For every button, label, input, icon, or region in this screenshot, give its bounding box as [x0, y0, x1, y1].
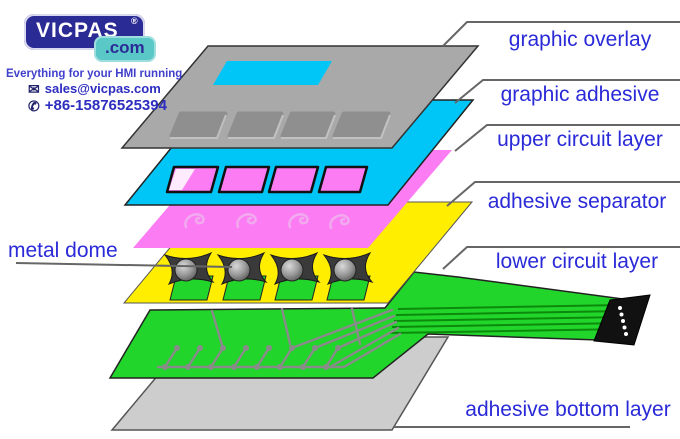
- brand-domain-suffix: .com: [94, 36, 156, 62]
- cutout-highlight: [169, 169, 195, 190]
- circuit-pads: [162, 345, 341, 370]
- leader-lines: [15, 21, 680, 428]
- leader-graphic-overlay: [442, 21, 680, 47]
- adhesive-key-cutouts: [165, 165, 369, 194]
- layer-lower-circuit: [108, 271, 651, 379]
- brand-logo: VICPAS ® .com: [24, 12, 181, 62]
- brand-block: VICPAS ® .com Everything for your HMI ru…: [6, 12, 183, 114]
- brand-logo-box: VICPAS ®: [24, 14, 145, 50]
- metal-dome-1: [163, 251, 215, 286]
- leader-adhesive-separator: [446, 181, 680, 207]
- brand-tagline: Everything for your HMI running: [6, 68, 183, 80]
- phone-circle-icon: ✆: [28, 97, 40, 114]
- connector-pins: [618, 306, 628, 336]
- layer-labels: graphic overlay graphic adhesive upper c…: [8, 28, 671, 421]
- label-lower-circuit-layer: lower circuit layer: [496, 250, 658, 273]
- leader-graphic-adhesive: [454, 79, 680, 104]
- label-adhesive-separator: adhesive separator: [488, 190, 667, 213]
- label-graphic-adhesive: graphic adhesive: [501, 83, 660, 106]
- layer-graphic-overlay: [120, 45, 480, 149]
- label-upper-circuit-layer: upper circuit layer: [497, 128, 663, 151]
- printed-contact-marks: [184, 213, 350, 230]
- overlay-display-window: [213, 61, 332, 85]
- email-address: sales@vicpas.com: [44, 81, 161, 96]
- leader-metal-dome: [15, 262, 233, 268]
- metal-dome-2: [216, 251, 268, 286]
- phone-number: +86-15876525394: [44, 97, 167, 114]
- tail-traces: [389, 304, 627, 334]
- metal-dome-4: [322, 251, 374, 286]
- circuit-traces: [156, 307, 402, 369]
- registered-mark: ®: [131, 16, 139, 26]
- label-adhesive-bottom-layer: adhesive bottom layer: [465, 398, 670, 421]
- leader-upper-circuit: [454, 124, 680, 152]
- metal-dome-3: [269, 251, 321, 286]
- leader-lower-circuit: [442, 246, 680, 270]
- overlay-keys: [169, 111, 391, 139]
- key-bevels: [170, 114, 391, 139]
- email-row: ✉ sales@vicpas.com: [28, 81, 181, 96]
- label-metal-dome: metal dome: [8, 239, 118, 262]
- label-graphic-overlay: graphic overlay: [509, 28, 652, 51]
- envelope-icon: ✉: [28, 80, 40, 97]
- phone-row: ✆ +86-15876525394: [28, 97, 181, 114]
- metal-domes: [163, 251, 374, 286]
